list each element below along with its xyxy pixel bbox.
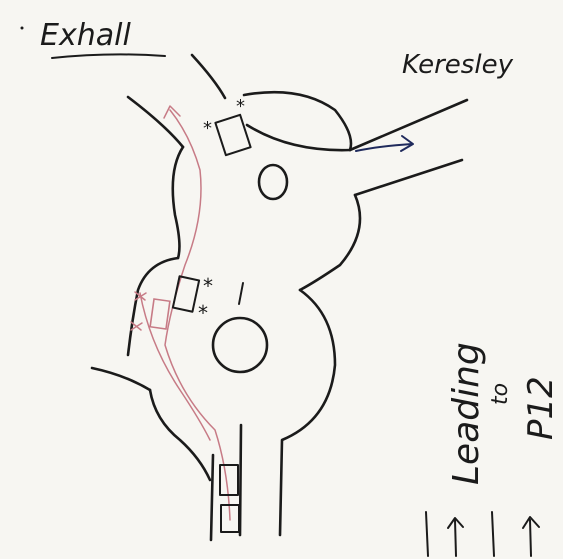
upper-roundabout-top-edge [244,92,351,150]
south-road-inner-edge [240,425,241,535]
bottom-tick-line [426,512,428,556]
leading-label: Leading [446,342,487,485]
lower-roundabout-left-edge [150,390,210,480]
exhall-underline [52,54,165,58]
to-label: to [488,383,513,405]
exhall-label: Exhall [40,18,131,53]
ink-dot [21,27,24,30]
star-mark-icon: * [236,96,245,117]
vehicle-lower [220,465,238,495]
exhall-road-left-edge [128,97,183,147]
upper-roundabout-left-edge [173,147,183,258]
star-mark-icon: * [203,274,213,298]
bottom-tick-line [492,512,494,556]
upper-island [259,165,287,199]
star-mark-icon: * [198,301,208,325]
keresley-label: Keresley [402,50,514,80]
lower-roundabout-right-edge [280,290,335,535]
up-arrow-icon [448,518,463,556]
upper-roundabout-inner-edge [247,125,350,150]
keresley-road-upper-edge [350,100,467,150]
up-arrow-icon [523,517,539,556]
star-mark-icon: * [203,118,212,139]
vehicle-top [215,115,250,155]
upper-roundabout-right-edge [300,195,360,290]
lower-island [213,318,267,372]
p12-label: P12 [521,376,561,440]
exhall-road-right-edge [192,55,225,98]
lane-divider-mark [239,283,243,304]
left-road-edge [92,368,150,390]
south-road-left-edge [211,455,213,540]
vehicle-red [150,299,170,329]
keresley-road-lower-edge [355,160,462,195]
